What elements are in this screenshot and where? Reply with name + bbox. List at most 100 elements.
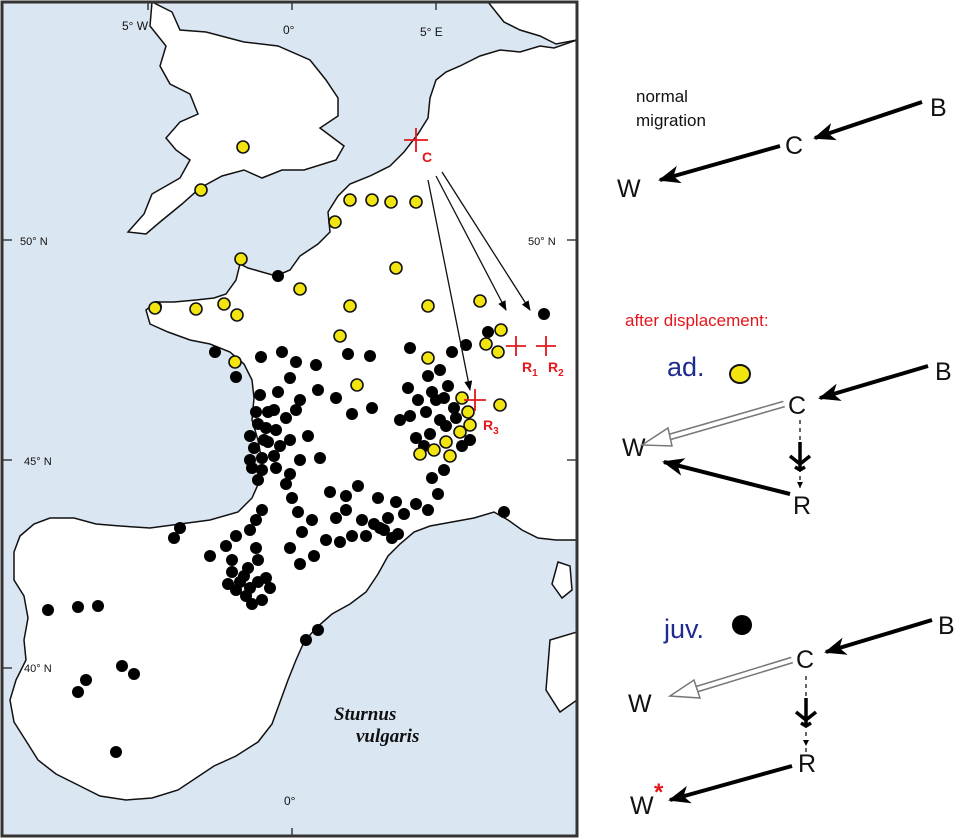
juvenile-recovery-dot <box>272 270 284 282</box>
juvenile-recovery-dot <box>352 480 364 492</box>
juvenile-asterisk: * <box>654 779 664 806</box>
juvenile-recovery-dot <box>244 582 256 594</box>
juvenile-recovery-dot <box>280 412 292 424</box>
adult-recovery-dot <box>234 252 248 266</box>
juvenile-recovery-dot <box>312 624 324 636</box>
juvenile-recovery-dot <box>252 474 264 486</box>
map-frame <box>0 0 579 838</box>
juvenile-recovery-dot <box>42 604 54 616</box>
site-r3-subscript: 3 <box>493 426 499 437</box>
adult-recovery-dot <box>463 418 477 432</box>
lon-label-5e: 5° E <box>420 25 443 39</box>
adult-recovery-dot <box>343 299 357 313</box>
juvenile-recovery-dot <box>220 540 232 552</box>
adult-recovery-dot <box>427 443 441 457</box>
juvenile-arrow-b-c <box>824 618 933 655</box>
adult-recovery-dot <box>494 323 508 337</box>
adult-recovery-dot <box>148 301 162 315</box>
juvenile-recovery-dot <box>274 440 286 452</box>
juvenile-recovery-dot <box>390 496 402 508</box>
normal-b: B <box>930 94 947 122</box>
juvenile-recovery-dot <box>330 512 342 524</box>
juvenile-recovery-dot <box>246 598 258 610</box>
juvenile-recovery-dot <box>374 522 386 534</box>
juvenile-label: juv. <box>663 614 704 644</box>
juvenile-recovery-dot <box>260 422 272 434</box>
arrow-c-r1 <box>435 175 507 311</box>
juvenile-recovery-dot <box>424 428 436 440</box>
adult-recovery-dot <box>384 195 398 209</box>
adult-recovery-dot <box>194 183 208 197</box>
site-r2-label: R2 <box>548 359 564 379</box>
juvenile-recovery-dot <box>366 402 378 414</box>
adult-recovery-dot <box>328 215 342 229</box>
juvenile-recovery-dot <box>254 389 266 401</box>
juvenile-c: C <box>796 646 814 674</box>
juvenile-recovery-dot <box>356 514 368 526</box>
juvenile-recovery-dot <box>386 532 398 544</box>
land-continent <box>9 39 577 801</box>
juvenile-recovery-dot <box>284 542 296 554</box>
juvenile-recovery-dot <box>340 504 352 516</box>
land-sardinia <box>545 631 577 714</box>
airplane-icon <box>788 442 812 472</box>
adult-recovery-dot <box>236 140 250 154</box>
juvenile-recovery-dot <box>320 534 332 546</box>
juvenile-recovery-dot <box>294 394 306 406</box>
adult-recovery-dot <box>217 297 231 311</box>
juvenile-recovery-dot <box>292 506 304 518</box>
lat-label-40: 40° N <box>24 663 52 675</box>
adult-recovery-dot <box>389 261 403 275</box>
juvenile-recovery-dot <box>226 566 238 578</box>
site-r3 <box>464 389 486 411</box>
lat-label-50-left: 50° N <box>20 236 48 248</box>
site-r1-subscript: 1 <box>532 368 538 379</box>
site-r3-label: R3 <box>483 417 499 437</box>
displacement-heading: after displacement: <box>625 311 769 330</box>
juvenile-recovery-dot <box>382 512 394 524</box>
site-r2 <box>536 336 556 356</box>
juvenile-recovery-dot <box>302 430 314 442</box>
juvenile-recovery-dot <box>306 514 318 526</box>
juvenile-recovery-dot <box>284 372 296 384</box>
juvenile-recovery-dot <box>280 478 292 490</box>
site-r2-subscript: 2 <box>558 368 564 379</box>
juvenile-recovery-dot <box>314 452 326 464</box>
juvenile-recovery-dot <box>209 346 221 358</box>
juvenile-recovery-dot <box>244 454 256 466</box>
land-corsica <box>551 561 573 600</box>
juvenile-recovery-dot <box>308 550 320 562</box>
juvenile-recovery-dot <box>426 472 438 484</box>
adult-recovery-dot <box>343 193 357 207</box>
site-c <box>404 128 428 152</box>
normal-heading-line2: migration <box>636 111 706 130</box>
juvenile-recovery-dot <box>256 504 268 516</box>
juvenile-recovery-dot <box>422 504 434 516</box>
displacement-r: R <box>793 492 811 520</box>
juvenile-recovery-dot <box>312 384 324 396</box>
juvenile-recovery-dot <box>372 492 384 504</box>
lat-label-50-right: 50° N <box>528 236 556 248</box>
normal-heading-line1: normal <box>636 87 688 106</box>
juvenile-recovery-dot <box>402 382 414 394</box>
juvenile-recovery-dot <box>310 359 322 371</box>
adult-recovery-dot <box>365 193 379 207</box>
site-r1-label: R1 <box>522 359 538 379</box>
juvenile-recovery-dot <box>286 492 298 504</box>
juvenile-recovery-dot <box>204 550 216 562</box>
juvenile-recovery-dot <box>250 406 262 418</box>
juvenile-recovery-dot <box>498 506 510 518</box>
displacement-b: B <box>935 358 952 386</box>
juvenile-recovery-dot <box>432 488 444 500</box>
adult-recovery-dot <box>461 405 475 419</box>
juvenile-recovery-dot <box>255 351 267 363</box>
juvenile-recovery-dot <box>410 432 422 444</box>
adult-recovery-dot <box>421 351 435 365</box>
adult-recovery-dot <box>491 345 505 359</box>
juvenile-recovery-dot <box>290 356 302 368</box>
species-title-line2: vulgaris <box>356 726 419 747</box>
juvenile-recovery-dot <box>128 668 140 680</box>
juvenile-recovery-dot <box>440 420 452 432</box>
adult-label: ad. <box>667 352 705 382</box>
normal-c: C <box>785 132 803 160</box>
